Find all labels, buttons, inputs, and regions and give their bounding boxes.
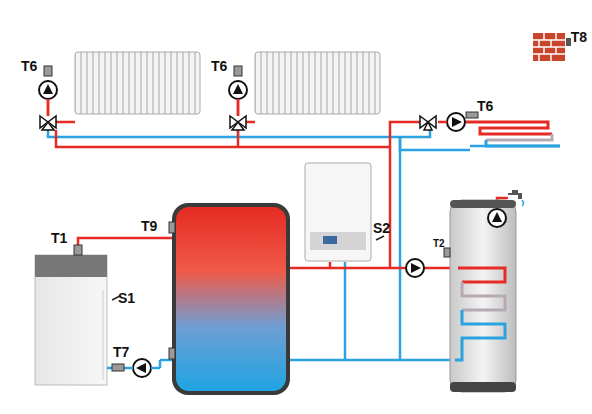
flow-pipe xyxy=(48,80,508,390)
sensor-label: S1 xyxy=(117,290,136,306)
boiler xyxy=(35,255,120,385)
radiator xyxy=(255,52,380,114)
sensor-label: T7 xyxy=(112,344,130,360)
hot-water-tank xyxy=(444,190,524,392)
wall-boiler xyxy=(305,163,384,261)
sensor-label: T6 xyxy=(476,98,494,114)
sensor-label: T6 xyxy=(210,58,228,74)
radiator xyxy=(75,52,200,114)
sensor-label: T2 xyxy=(432,238,446,250)
flow-pipe xyxy=(48,99,447,368)
floor-coil xyxy=(466,122,560,146)
outdoor-wall-icon xyxy=(533,33,571,61)
sensor-label: S2 xyxy=(372,220,391,236)
sensor-label: T9 xyxy=(140,218,158,234)
pump xyxy=(39,81,506,377)
mixing-valve xyxy=(40,116,436,130)
sensor-label: T1 xyxy=(50,230,68,246)
buffer-tank xyxy=(169,203,290,395)
temperature-sensor xyxy=(44,66,478,371)
sensor-label: T6 xyxy=(20,58,38,74)
sensor-label: T8 xyxy=(570,29,588,45)
